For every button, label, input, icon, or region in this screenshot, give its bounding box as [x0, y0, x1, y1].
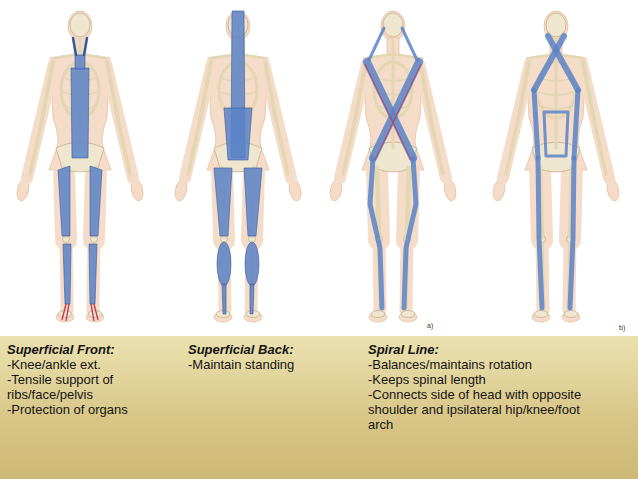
- line-function: -Connects side of head with opposite sho…: [368, 387, 586, 432]
- line-function: -Balances/maintains rotation: [368, 357, 586, 372]
- figure-letter: b): [619, 324, 625, 332]
- text-column: Spiral Line:-Balances/maintains rotation…: [368, 342, 586, 432]
- text-column: Superficial Back:-Maintain standing: [188, 342, 348, 372]
- figure-letter: a): [427, 322, 433, 330]
- text-column: Superficial Front:-Knee/ankle ext.-Tensi…: [7, 342, 147, 417]
- line-function: -Keeps spinal length: [368, 372, 586, 387]
- line-function: -Protection of organs: [7, 402, 147, 417]
- line-function: -Tensile support of ribs/face/pelvis: [7, 372, 147, 402]
- caption-band: Superficial Front:-Knee/ankle ext.-Tensi…: [0, 336, 638, 479]
- line-heading: Superficial Front:: [7, 342, 147, 357]
- line-heading: Superficial Back:: [188, 342, 348, 357]
- line-heading: Spiral Line:: [368, 342, 586, 357]
- line-function: -Knee/ankle ext.: [7, 357, 147, 372]
- line-function: -Maintain standing: [188, 357, 348, 372]
